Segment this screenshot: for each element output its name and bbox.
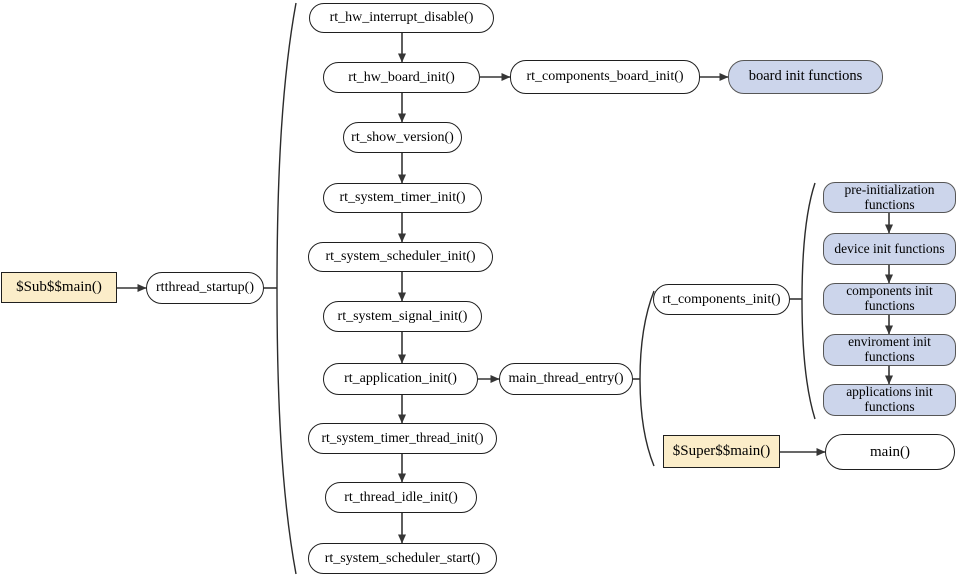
node-rt-system-scheduler-init: rt_system_scheduler_init(): [308, 242, 493, 272]
node-rt-system-timer-init: rt_system_timer_init(): [323, 183, 482, 213]
node-components-init-functions: components init functions: [823, 283, 956, 315]
node-enviroment-init-functions: enviroment init functions: [823, 334, 956, 366]
node-rt-show-version: rt_show_version(): [343, 122, 462, 153]
node-main: main(): [825, 434, 955, 470]
brace-startup-group: [276, 2, 297, 575]
node-rt-hw-interrupt-disable: rt_hw_interrupt_disable(): [309, 3, 494, 33]
node-rt-application-init: rt_application_init(): [323, 363, 478, 395]
brace-componentsinit-group: [801, 182, 816, 420]
node-sub-main: $Sub$$main(): [1, 272, 117, 303]
node-rt-system-signal-init: rt_system_signal_init(): [323, 301, 482, 332]
node-rtthread-startup: rtthread_startup(): [146, 272, 264, 304]
node-rt-components-board-init: rt_components_board_init(): [510, 60, 700, 94]
node-rt-hw-board-init: rt_hw_board_init(): [323, 62, 480, 93]
brace-mainthread-group: [639, 290, 655, 467]
node-pre-initialization-functions: pre-initialization functions: [823, 182, 956, 213]
node-device-init-functions: device init functions: [823, 233, 956, 265]
node-rt-thread-idle-init: rt_thread_idle_init(): [325, 482, 477, 513]
node-rt-system-scheduler-start: rt_system_scheduler_start(): [308, 543, 497, 574]
node-applications-init-functions: applications init functions: [823, 384, 956, 416]
node-rt-system-timer-thread-init: rt_system_timer_thread_init(): [308, 423, 497, 454]
node-rt-components-init: rt_components_init(): [653, 284, 790, 315]
node-board-init-functions: board init functions: [728, 60, 883, 94]
node-main-thread-entry: main_thread_entry(): [499, 363, 633, 395]
node-super-main: $Super$$main(): [663, 435, 780, 468]
